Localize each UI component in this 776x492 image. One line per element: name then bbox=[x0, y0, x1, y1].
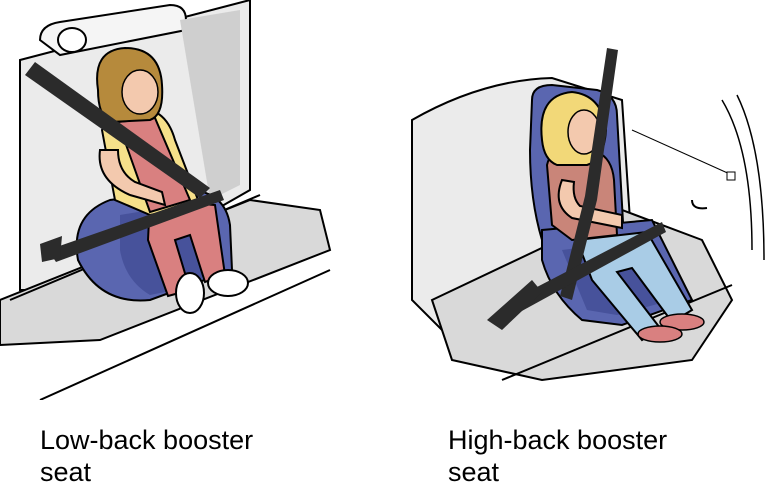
left-shoe bbox=[175, 272, 205, 314]
door-handle bbox=[691, 199, 708, 210]
shoulder-belt bbox=[560, 48, 618, 300]
right-sandal bbox=[637, 325, 683, 343]
caption-line-1: Low-back booster bbox=[40, 425, 254, 455]
child-face bbox=[121, 69, 159, 115]
child-arm bbox=[98, 149, 167, 207]
door-lock bbox=[726, 171, 736, 181]
left-sandal bbox=[659, 313, 705, 331]
caption-high-back-booster: High-back booster seat bbox=[448, 424, 728, 488]
right-shoe bbox=[207, 269, 249, 297]
high-back-booster-illustration bbox=[411, 48, 765, 382]
child-legs bbox=[146, 198, 227, 298]
caption-line-2: seat bbox=[40, 457, 92, 487]
car-door-frame bbox=[721, 94, 765, 261]
belt-buckle bbox=[40, 236, 62, 262]
shoulder-belt bbox=[25, 62, 210, 198]
door-lock-cord bbox=[631, 129, 733, 176]
caption-low-back-booster: Low-back booster seat bbox=[40, 424, 320, 488]
seat-back-shade bbox=[180, 10, 240, 200]
child-arm bbox=[557, 178, 623, 230]
high-back-booster-figure: High-back booster seat bbox=[392, 0, 776, 492]
caption-line-2: seat bbox=[448, 457, 500, 487]
low-back-booster-illustration bbox=[0, 0, 332, 400]
caption-line-1: High-back booster bbox=[448, 425, 668, 455]
lap-belt bbox=[48, 190, 224, 262]
belt-buckle bbox=[487, 280, 542, 330]
low-back-booster-figure: Low-back booster seat bbox=[0, 0, 380, 492]
seat-cushion-edge bbox=[501, 284, 733, 381]
lap-belt bbox=[512, 222, 666, 312]
head-rest-cap bbox=[57, 27, 87, 53]
